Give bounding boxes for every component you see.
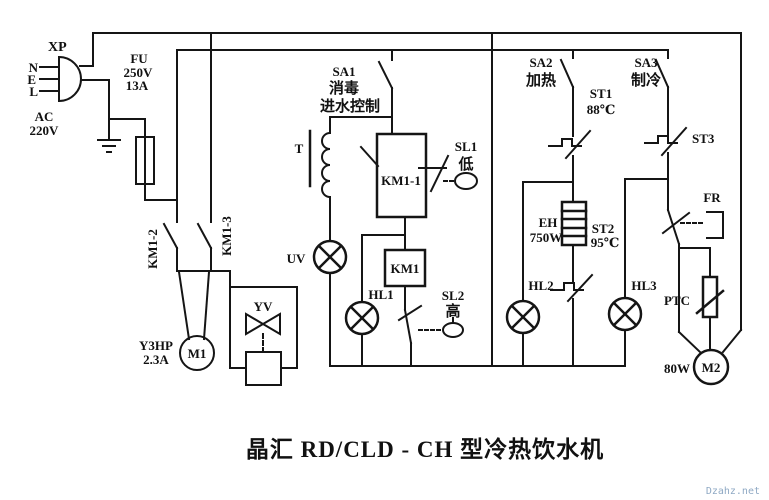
label-hl1: HL1 xyxy=(368,287,393,302)
label-l: L xyxy=(29,84,38,99)
thermostat-st3-icon xyxy=(644,126,688,157)
label-fr: FR xyxy=(703,190,721,205)
level-switch-sl2-icon xyxy=(442,322,464,338)
label-hl3: HL3 xyxy=(631,278,657,293)
plug-xp-icon xyxy=(58,55,82,103)
label-sa1: SA1 xyxy=(332,64,355,79)
label-st3: ST3 xyxy=(692,131,715,146)
thermostat-st2-icon xyxy=(550,273,594,303)
label-zhileng: 制冷 xyxy=(631,71,661,89)
valve-yv-icon xyxy=(245,312,281,336)
label-88c: 88℃ xyxy=(587,102,616,117)
label-di: 低 xyxy=(457,155,473,173)
label-km1-2: KM1-2 xyxy=(145,229,160,269)
label-sa2: SA2 xyxy=(529,55,552,70)
label-sl2: SL2 xyxy=(442,288,464,303)
ground-icon xyxy=(97,139,121,153)
label-ptc: PTC xyxy=(664,293,690,308)
motor-m2-icon xyxy=(692,348,730,386)
overload-fr-icon xyxy=(661,208,724,246)
contact-km1-1-box xyxy=(375,132,428,219)
label-750w: 750W xyxy=(530,230,563,245)
label-m1: M1 xyxy=(188,346,207,361)
label-m2: M2 xyxy=(702,360,721,375)
label-jiare: 加热 xyxy=(525,71,556,89)
label-y3hp: Y3HP xyxy=(139,338,173,353)
label-sa3: SA3 xyxy=(634,55,658,70)
label-eh: EH xyxy=(539,215,558,230)
sterilize-branch xyxy=(308,49,478,367)
heater-eh-icon xyxy=(560,200,588,247)
heating-branch xyxy=(505,49,594,367)
label-n: N xyxy=(29,60,39,75)
label-km1: KM1 xyxy=(391,261,420,276)
supply-rails xyxy=(92,32,743,367)
pump-branch xyxy=(162,32,298,386)
uv-lamp-icon xyxy=(312,239,348,275)
label-2-3a: 2.3A xyxy=(143,352,169,367)
label-220v: 220V xyxy=(30,123,60,138)
label-km1-1: KM1-1 xyxy=(381,173,421,188)
label-250v: 250V xyxy=(124,65,154,80)
label-95c: 95℃ xyxy=(591,235,620,250)
solenoid-body-icon xyxy=(245,351,282,386)
cooling-branch xyxy=(607,49,730,386)
contact-km1-2-icon xyxy=(162,222,179,250)
label-km1-3: KM1-3 xyxy=(219,216,234,256)
fuse-icon xyxy=(135,136,155,185)
label-xiaodu: 消毒 xyxy=(329,79,359,97)
lamp-hl2-icon xyxy=(505,299,541,335)
diagram-title: 晶汇 RD/CLD - CH 型冷热饮水机 xyxy=(246,436,604,462)
label-80w: 80W xyxy=(664,361,690,376)
plug-and-fuse xyxy=(39,32,178,201)
labels: XP N E L AC 220V FU 250V 13A KM1-2 KM1-3… xyxy=(27,40,760,497)
switch-sa3-icon xyxy=(654,58,670,89)
watermark: Dzahz.net xyxy=(706,486,760,497)
label-st1: ST1 xyxy=(590,86,612,101)
label-13a: 13A xyxy=(126,78,149,93)
thermostat-st1-icon xyxy=(548,129,592,160)
switch-sa1-icon xyxy=(377,60,394,90)
switch-sa2-icon xyxy=(559,58,575,89)
label-xp: XP xyxy=(48,40,67,55)
contact-km1-3-icon xyxy=(196,222,213,250)
label-hl2: HL2 xyxy=(528,278,553,293)
transformer-coil-icon xyxy=(321,131,332,199)
label-jinshui: 进水控制 xyxy=(320,97,380,115)
label-yv: YV xyxy=(254,299,273,314)
label-uv: UV xyxy=(287,251,306,266)
label-fu: FU xyxy=(130,51,148,66)
level-switch-sl1-icon xyxy=(454,172,478,190)
label-sl1: SL1 xyxy=(455,139,477,154)
ptc-icon xyxy=(695,275,725,319)
lamp-hl3-icon xyxy=(607,296,643,332)
label-ac: AC xyxy=(35,109,54,124)
label-e: E xyxy=(27,72,36,87)
label-st2: ST2 xyxy=(592,221,614,236)
motor-m1-icon xyxy=(179,335,215,371)
label-gao: 高 xyxy=(445,302,460,320)
label-t: T xyxy=(295,141,304,156)
lamp-hl1-icon xyxy=(344,300,380,336)
